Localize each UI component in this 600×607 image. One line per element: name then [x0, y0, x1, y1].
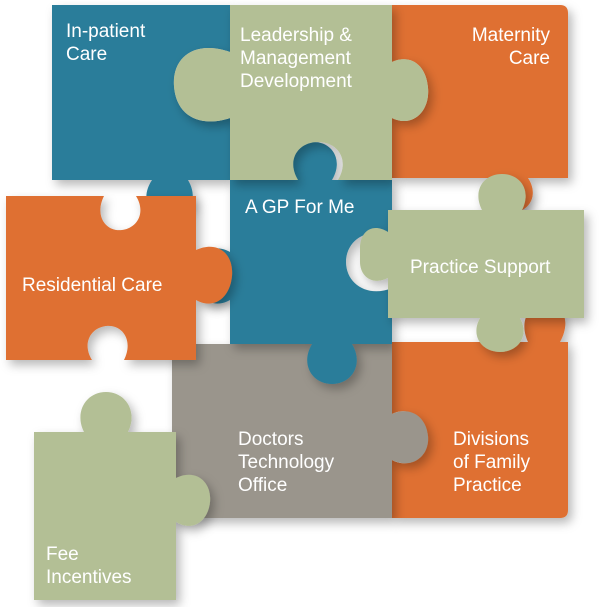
piece-doctors-technology-office	[172, 306, 429, 518]
label-fee-incentives: Fee Incentives	[46, 543, 132, 589]
label-maternity-care: Maternity Care	[472, 24, 550, 70]
label-doctors-technology-office: Doctors Technology Office	[238, 428, 334, 497]
label-line: Maternity	[471, 25, 550, 46]
label-line: of Family	[453, 452, 531, 473]
label-practice-support: Practice Support	[410, 256, 550, 279]
piece-leadership	[173, 5, 429, 180]
piece-fee-incentives	[34, 392, 211, 600]
label-divisions: Divisions of Family Practice	[453, 428, 530, 497]
label-line: A GP For Me	[245, 197, 355, 218]
label-line: Technology	[238, 452, 335, 473]
label-line: Incentives	[46, 567, 132, 588]
label-residential-care: Residential Care	[22, 274, 162, 297]
label-line: Care	[66, 44, 108, 65]
label-leadership: Leadership & Management Development	[240, 24, 352, 93]
label-line: Office	[238, 475, 288, 496]
label-line: Fee	[46, 544, 79, 565]
label-in-patient-care: In-patient Care	[66, 20, 145, 66]
label-line: Care	[508, 48, 550, 69]
piece-a-gp-for-me	[196, 142, 392, 384]
label-a-gp-for-me: A GP For Me	[245, 196, 354, 219]
label-line: Residential Care	[22, 275, 163, 296]
piece-maternity-care	[392, 5, 568, 213]
label-line: Practice	[453, 475, 522, 496]
label-line: Practice Support	[410, 257, 551, 278]
label-line: In-patient	[66, 21, 146, 42]
piece-residential-care	[6, 196, 233, 360]
label-line: Divisions	[453, 429, 530, 450]
label-line: Leadership &	[240, 25, 352, 46]
label-line: Development	[240, 71, 352, 92]
piece-divisions	[392, 303, 568, 518]
label-line: Management	[240, 48, 351, 69]
piece-in-patient-care	[52, 5, 230, 219]
label-line: Doctors	[238, 429, 304, 450]
piece-practice-support	[360, 174, 584, 352]
